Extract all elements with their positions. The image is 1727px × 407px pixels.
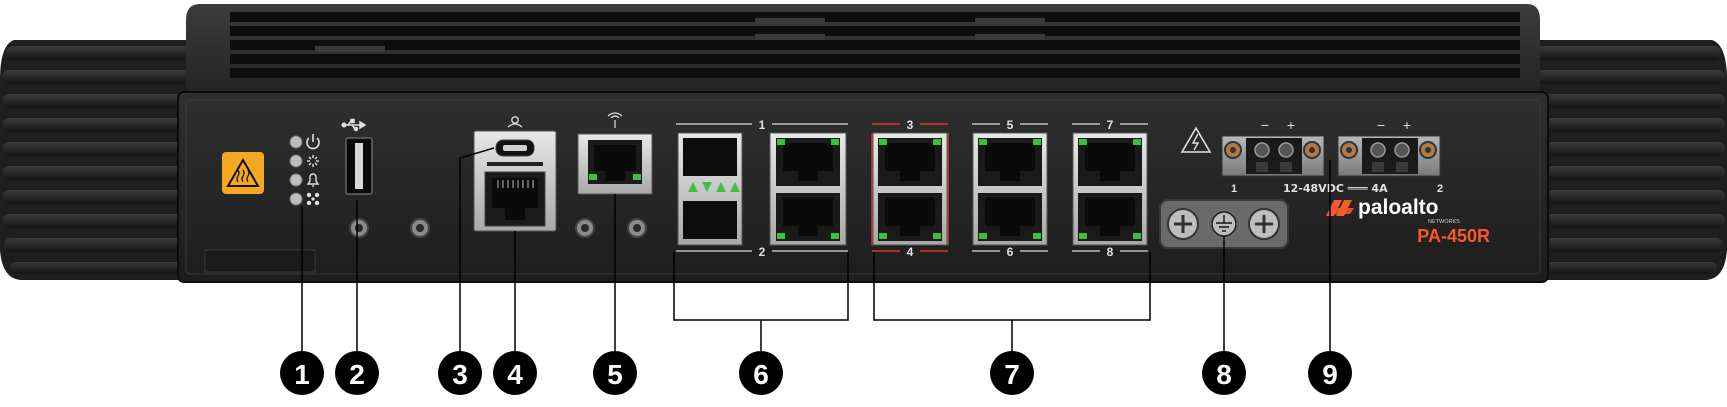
callout-2: 2: [335, 351, 379, 395]
antenna-icon: [607, 112, 623, 128]
left-cooling-fins: [0, 40, 200, 280]
leader-lines: [301, 147, 1331, 356]
console-rj45-latch: [605, 171, 625, 181]
callout-6-label: 6: [753, 359, 769, 390]
console-led-left: [589, 174, 597, 180]
sfp-led-2b: [730, 182, 740, 192]
ground-symbol-icon: [1211, 211, 1237, 237]
usb-port[interactable]: [341, 118, 373, 238]
callout-3-label: 3: [452, 359, 468, 390]
power-rating-label: 12-48VDC ═══ 4A: [1283, 182, 1388, 195]
console-port-block: [575, 112, 653, 238]
micro-usb-console-port[interactable]: [495, 139, 535, 157]
rj45-port-3[interactable]: [878, 138, 942, 186]
callout-4-label: 4: [507, 359, 523, 390]
brand-sub: NETWORKS: [1428, 219, 1460, 225]
power-icon: [306, 134, 320, 150]
pwr1-plus-label: +: [1287, 117, 1295, 133]
pwr2-minus-label: −: [1377, 117, 1385, 133]
port-group-5-6: 5 6: [972, 118, 1048, 259]
hot-surface-warning-label: [222, 152, 264, 194]
port-label-3: 3: [907, 118, 914, 132]
console-screw-right-center: [633, 224, 641, 232]
callout-markers: 1 2 3 4 5 6 7 8 9: [280, 351, 1352, 395]
pwr2-number: 2: [1437, 183, 1443, 195]
callout-3: 3: [438, 351, 482, 395]
callout-6: 6: [739, 351, 783, 395]
callout-7-label: 7: [1004, 359, 1020, 390]
rj45-port-2[interactable]: [776, 193, 840, 241]
port-label-7: 7: [1107, 118, 1114, 132]
port-label-2: 2: [759, 245, 766, 259]
fan-icon: [306, 192, 320, 206]
rj45-port-7[interactable]: [1078, 138, 1142, 186]
callout-1-label: 1: [294, 359, 310, 390]
rj45-port-5[interactable]: [978, 138, 1042, 186]
callout-9: 9: [1308, 351, 1352, 395]
pwr1-minus-label: −: [1261, 117, 1269, 133]
mgmt-rj45-port[interactable]: [484, 171, 546, 227]
port-group-1-2: 1 2: [676, 118, 848, 259]
port-group-3-4: 3 4: [871, 118, 949, 259]
chassis-top: [186, 4, 1540, 94]
callout-8: 8: [1202, 351, 1246, 395]
callout-5: 5: [593, 351, 637, 395]
status-leds: [289, 134, 320, 206]
port-label-4: 4: [907, 245, 914, 259]
callout-2-label: 2: [349, 359, 365, 390]
usb-icon: [341, 118, 367, 132]
callout-1: 1: [280, 351, 324, 395]
power-input-1[interactable]: [1221, 135, 1325, 177]
ground-point: [1159, 199, 1289, 249]
callout-4: 4: [493, 351, 537, 395]
model-name: PA-450R: [1417, 226, 1490, 246]
pwr2-plus-label: +: [1403, 117, 1411, 133]
brand-logo: paloalto NETWORKS PA-450R: [1326, 196, 1490, 246]
rj45-port-4[interactable]: [878, 193, 942, 241]
status-icon: [307, 155, 319, 167]
rj45-port-6[interactable]: [978, 193, 1042, 241]
console-rj45-cavity: [594, 145, 636, 171]
port-label-8: 8: [1107, 245, 1114, 259]
callout-7: 7: [990, 351, 1034, 395]
sfp-port-1[interactable]: [683, 138, 737, 176]
power-input-2[interactable]: [1337, 135, 1441, 177]
callout-8-label: 8: [1216, 359, 1232, 390]
right-cooling-fins: [1527, 40, 1727, 280]
rj45-port-8[interactable]: [1078, 193, 1142, 241]
callout-5-label: 5: [607, 359, 623, 390]
port-label-1: 1: [759, 118, 766, 132]
callout-9-label: 9: [1322, 359, 1338, 390]
port-label-5: 5: [1007, 118, 1014, 132]
console-led-right: [633, 174, 641, 180]
sfp-port-2[interactable]: [683, 201, 737, 239]
reset-pinhole-center: [416, 224, 424, 232]
power-input-block: − + 1 − + 2 12-48VDC ═══ 4A: [1180, 117, 1443, 195]
sfp-led-2a: [716, 182, 726, 192]
console-screw-left-center: [581, 224, 589, 232]
sfp-led-1b: [702, 182, 712, 192]
management-port-block: [473, 116, 557, 232]
port-label-6: 6: [1007, 245, 1014, 259]
alarm-icon: [306, 173, 320, 187]
person-icon: [507, 116, 523, 128]
rj45-port-1[interactable]: [776, 138, 840, 186]
pwr1-number: 1: [1231, 183, 1237, 195]
brand-name: paloalto: [1358, 196, 1439, 219]
high-voltage-warning-icon: [1180, 126, 1212, 153]
port-group-7-8: 7 8: [1072, 118, 1148, 259]
sfp-led-1a: [688, 182, 698, 192]
